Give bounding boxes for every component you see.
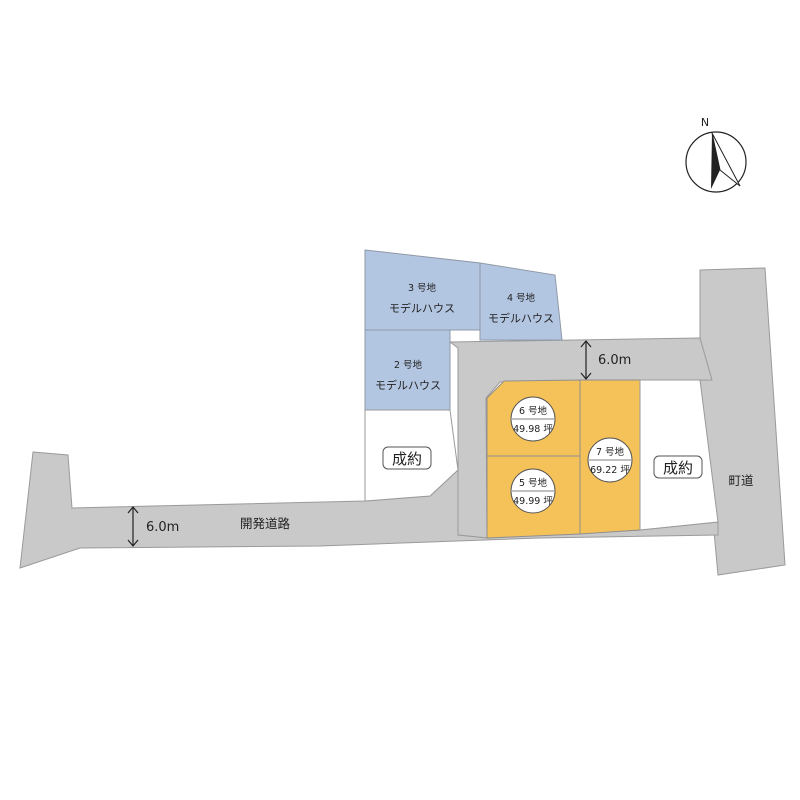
town-road-label: 町道 xyxy=(728,473,754,488)
lot-8-status: 成約 xyxy=(663,459,693,477)
lot-6-name: 6 号地 xyxy=(519,405,548,417)
lot-7-badge: 7 号地 69.22 坪 xyxy=(587,437,633,483)
lot-4[interactable] xyxy=(479,262,563,341)
lot-7-area: 69.22 坪 xyxy=(590,464,630,476)
lot-5-badge: 5 号地 49.99 坪 xyxy=(510,468,556,514)
lot-2-status: モデルハウス xyxy=(375,378,441,392)
lot-2-name: 2 号地 xyxy=(394,359,423,371)
branch-road-width-arrow xyxy=(580,340,592,380)
lot-5-area: 49.99 坪 xyxy=(513,495,553,507)
north-arrow-icon: N xyxy=(685,116,747,193)
lot-8-sold[interactable] xyxy=(639,379,719,531)
lot-6-badge: 6 号地 49.98 坪 xyxy=(510,396,556,442)
lot-3-status: モデルハウス xyxy=(389,301,455,315)
main-road-width-label: 6.0m xyxy=(146,520,179,535)
development-road-label: 開発道路 xyxy=(240,516,291,531)
branch-road xyxy=(448,337,713,539)
main-road-width-arrow xyxy=(127,506,139,547)
lot-8-sold-badge: 成約 xyxy=(653,455,703,479)
lot-4-status: モデルハウス xyxy=(488,311,554,325)
lot-4-name: 4 号地 xyxy=(507,292,536,304)
lot-6-area: 49.98 坪 xyxy=(513,423,553,435)
lot-1-status: 成約 xyxy=(392,450,422,468)
lot-7-name: 7 号地 xyxy=(596,446,625,458)
lot-5-name: 5 号地 xyxy=(519,477,548,489)
branch-road-width-label: 6.0m xyxy=(598,353,631,368)
lot-3-name: 3 号地 xyxy=(408,282,437,294)
lot-1-sold-badge: 成約 xyxy=(382,446,432,470)
north-label: N xyxy=(701,116,709,129)
